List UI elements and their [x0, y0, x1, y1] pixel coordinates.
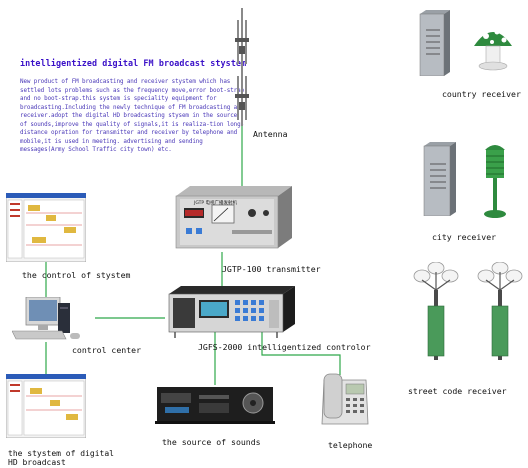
antenna-label: Antenna	[253, 129, 288, 139]
control-center-label: control center	[72, 345, 142, 355]
street-speaker-icon	[413, 262, 459, 360]
column-speaker-icon	[484, 145, 506, 218]
digital-broadcast-label: the stystem of digital HD broadcast	[8, 449, 114, 467]
country-receiver-label: country receiver	[442, 89, 521, 99]
monitor-screenshot-icon	[6, 374, 86, 438]
street-speaker-icon	[477, 262, 523, 360]
amplifier-icon	[155, 387, 275, 424]
transmitter-icon: JGTP 电视广播发射机	[175, 186, 292, 249]
monitor-screenshot-icon	[6, 193, 86, 262]
controller-telephone-line	[261, 332, 341, 375]
city-receiver-label: city receiver	[432, 232, 497, 242]
transmitter-brand: JGTP 电视广播发射机	[193, 199, 238, 206]
telephone-icon	[321, 373, 369, 425]
source-of-sounds-label: the source of sounds	[162, 437, 261, 447]
antenna-icon	[235, 8, 249, 126]
telephone-label: telephone	[328, 440, 373, 450]
mushroom-speaker-icon	[474, 29, 512, 71]
transmitter-label: JGTP-100 transmitter	[222, 264, 321, 274]
controller-icon	[168, 286, 295, 338]
cabinet-icon	[419, 10, 450, 76]
diagram-title: intelligentized digital FM broadcast sty…	[20, 58, 247, 68]
controller-label: JGFS-2000 intelligentized controlor	[198, 342, 371, 352]
street-receiver-label: street code receiver	[408, 386, 507, 396]
cabinet-icon	[423, 142, 456, 216]
computer-icon	[12, 297, 80, 340]
control-of-system-label: the control of stystem	[22, 270, 131, 280]
diagram-description: New product of FM broadcasting and recei…	[20, 79, 245, 153]
